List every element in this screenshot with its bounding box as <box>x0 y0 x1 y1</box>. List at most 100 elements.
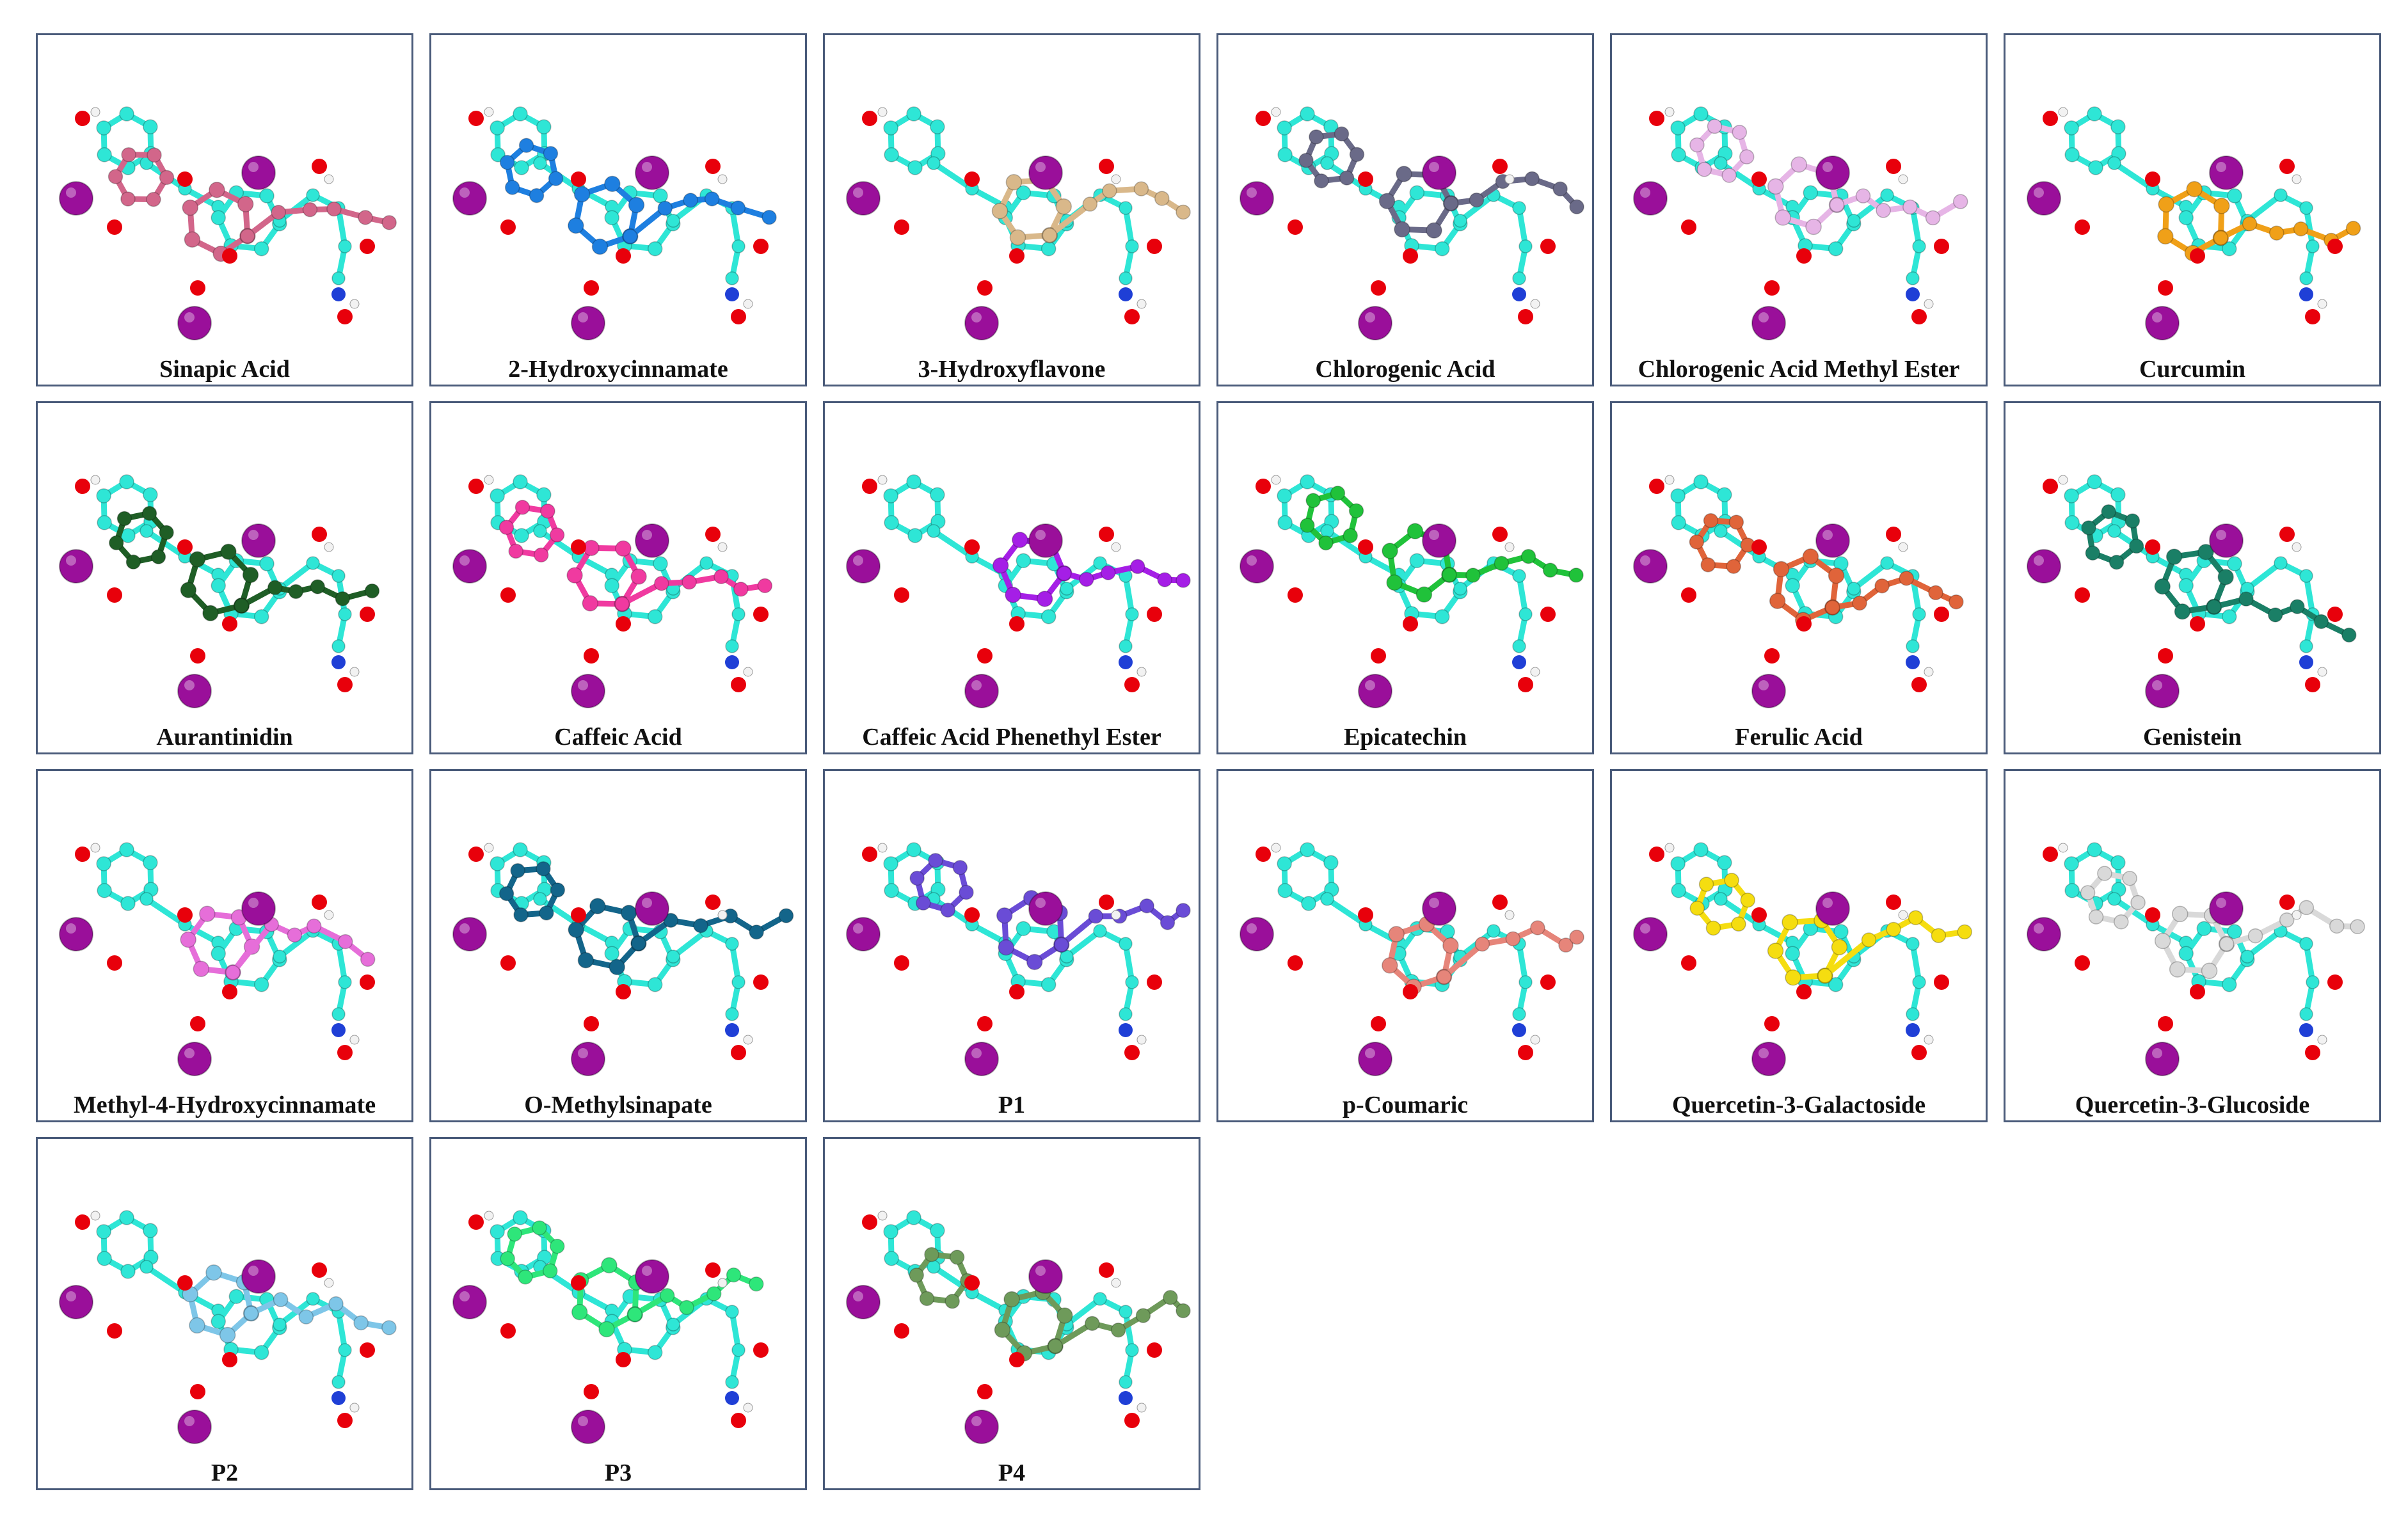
ligand-chain-atom <box>1474 936 1490 952</box>
reference-ring-atom <box>1717 855 1732 870</box>
iodine-atom-highlight <box>459 1291 470 1301</box>
iodine-atom <box>1422 523 1456 558</box>
iodine-atom <box>1815 523 1850 558</box>
panel-label: Sinapic Acid <box>159 356 290 383</box>
reference-tail-atom <box>666 1317 680 1332</box>
nitrogen-atom <box>1119 655 1133 669</box>
oxygen-atom <box>571 539 586 555</box>
oxygen-atom <box>2327 974 2343 990</box>
reference-ring-atom <box>96 488 111 504</box>
iodine-atom-highlight <box>2216 530 2226 540</box>
ligand-ring-atom <box>1696 162 1712 177</box>
oxygen-atom <box>75 847 90 862</box>
iodine-atom <box>964 1410 999 1444</box>
reference-ring-atom <box>604 946 619 961</box>
ligand-ring-atom <box>1705 920 1721 936</box>
iodine-atom <box>964 1042 999 1076</box>
hydrogen-atom <box>1111 174 1121 184</box>
ligand-chain-atom <box>1931 928 1947 943</box>
reference-tail-atom <box>731 239 746 253</box>
oxygen-atom <box>2190 616 2205 632</box>
reference-ring-atom <box>120 1264 136 1279</box>
ligand-ring-atom <box>1378 193 1396 210</box>
reference-ring-atom <box>2064 856 2079 871</box>
iodine-atom <box>571 306 605 340</box>
molecule-overlay <box>59 842 376 1076</box>
reference-tail-atom <box>306 1292 320 1306</box>
ligand-ring-atom <box>507 1226 522 1242</box>
iodine-atom <box>2209 891 2244 926</box>
ligand-ring-atom <box>1334 126 1350 142</box>
reference-tail-atom <box>2274 556 2288 570</box>
panel-label: Methyl-4-Hydroxycinnamate <box>73 1092 376 1118</box>
oxygen-atom <box>977 280 993 296</box>
molecule-3d-render <box>59 1210 397 1444</box>
ligand-ring-atom <box>2158 196 2174 213</box>
ligand-ring-atom <box>1739 149 1755 164</box>
panel-epicatechin: Epicatechin <box>1216 401 1594 754</box>
reference-tail-atom <box>273 950 287 964</box>
ligand-ring-atom <box>1707 118 1723 134</box>
nitrogen-atom <box>2299 655 2313 669</box>
ligand-chain-atom <box>1110 1322 1126 1338</box>
reference-tail-atom <box>338 607 352 621</box>
reference-ring-atom <box>1828 241 1844 257</box>
reference-tail-atom <box>725 639 739 653</box>
iodine-atom-highlight <box>1640 923 1650 934</box>
ligand-chain-atom <box>749 1276 764 1292</box>
oxygen-atom <box>190 648 205 664</box>
reference-ring-atom <box>884 883 899 898</box>
reference-ring-atom <box>2221 977 2237 992</box>
hydrogen-atom <box>1898 542 1908 552</box>
oxygen-atom <box>360 1342 375 1358</box>
nitrogen-atom <box>1512 1023 1526 1037</box>
reference-ring-atom <box>1670 488 1686 504</box>
ligand-chain-atom <box>2206 599 2222 615</box>
reference-ring-atom <box>884 1251 899 1266</box>
ligand-ring-atom <box>1767 178 1784 195</box>
oxygen-atom <box>222 616 237 632</box>
ligand-ring-atom <box>1330 485 1346 501</box>
iodine-atom-highlight <box>642 530 652 540</box>
oxygen-atom <box>731 309 746 324</box>
reference-tail-atom <box>1119 1305 1133 1319</box>
panel-chlorogenic-acid: Chlorogenic Acid <box>1216 33 1594 386</box>
reference-tail-atom <box>2299 569 2313 583</box>
panel-label: Genistein <box>2142 724 2242 751</box>
reference-ring-atom <box>96 120 111 136</box>
reference-tail-bond <box>1457 192 1497 224</box>
ligand-ring-atom <box>952 860 968 875</box>
iodine-atom-highlight <box>1640 555 1650 566</box>
panel-quercetin-3-galactoside: Quercetin-3-Galactoside <box>1610 769 1988 1122</box>
ligand-chain-atom <box>757 578 773 594</box>
iodine-atom-highlight <box>578 1048 588 1058</box>
ligand-ring-atom <box>1782 914 1798 931</box>
oxygen-atom <box>977 1016 993 1031</box>
reference-ring-atom <box>143 1223 158 1238</box>
reference-linker-atom <box>927 524 941 538</box>
reference-ring-atom <box>647 609 663 624</box>
panel-label: Caffeic Acid Phenethyl Ester <box>862 724 1161 751</box>
oxygen-atom <box>964 171 980 187</box>
ligand-chain-atom <box>234 598 250 614</box>
ligand-ring-atom <box>543 1263 558 1278</box>
reference-tail-atom <box>1880 188 1894 202</box>
reference-linker-atom <box>533 892 547 906</box>
reference-ring-atom <box>1323 855 1339 870</box>
reference-tail-atom <box>1487 924 1501 938</box>
ligand-ring-atom <box>242 566 259 584</box>
ligand-ring-atom <box>518 138 534 154</box>
ligand-chain-atom <box>1042 227 1058 243</box>
ligand-ring-atom <box>1309 129 1324 145</box>
ligand-ring-atom <box>604 175 621 193</box>
oxygen-atom <box>616 248 631 264</box>
ligand-ring-atom <box>1805 218 1822 235</box>
oxygen-atom <box>1886 895 1901 910</box>
iodine-atom <box>452 549 487 584</box>
ligand-ring-atom <box>1442 937 1459 954</box>
reference-tail-bond <box>1064 928 1103 960</box>
molecule-overlay <box>846 474 1191 708</box>
ligand-chain-atom <box>679 1300 694 1316</box>
ligand-chain-atom <box>654 576 669 591</box>
panel-label: 3-Hydroxyflavone <box>918 356 1106 383</box>
